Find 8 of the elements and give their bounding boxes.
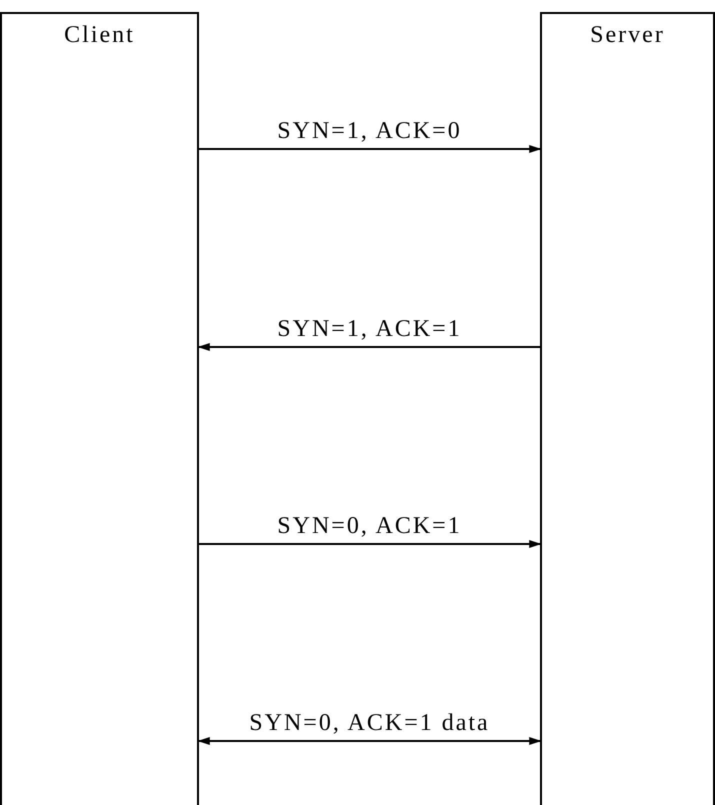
arrow — [198, 343, 540, 351]
lifeline-box — [540, 12, 715, 805]
arrow — [198, 737, 541, 745]
lifeline-box — [0, 12, 199, 805]
participant-label: Server — [590, 22, 665, 49]
arrow — [199, 145, 541, 153]
arrow — [199, 540, 541, 548]
participant-label: Client — [64, 22, 135, 49]
